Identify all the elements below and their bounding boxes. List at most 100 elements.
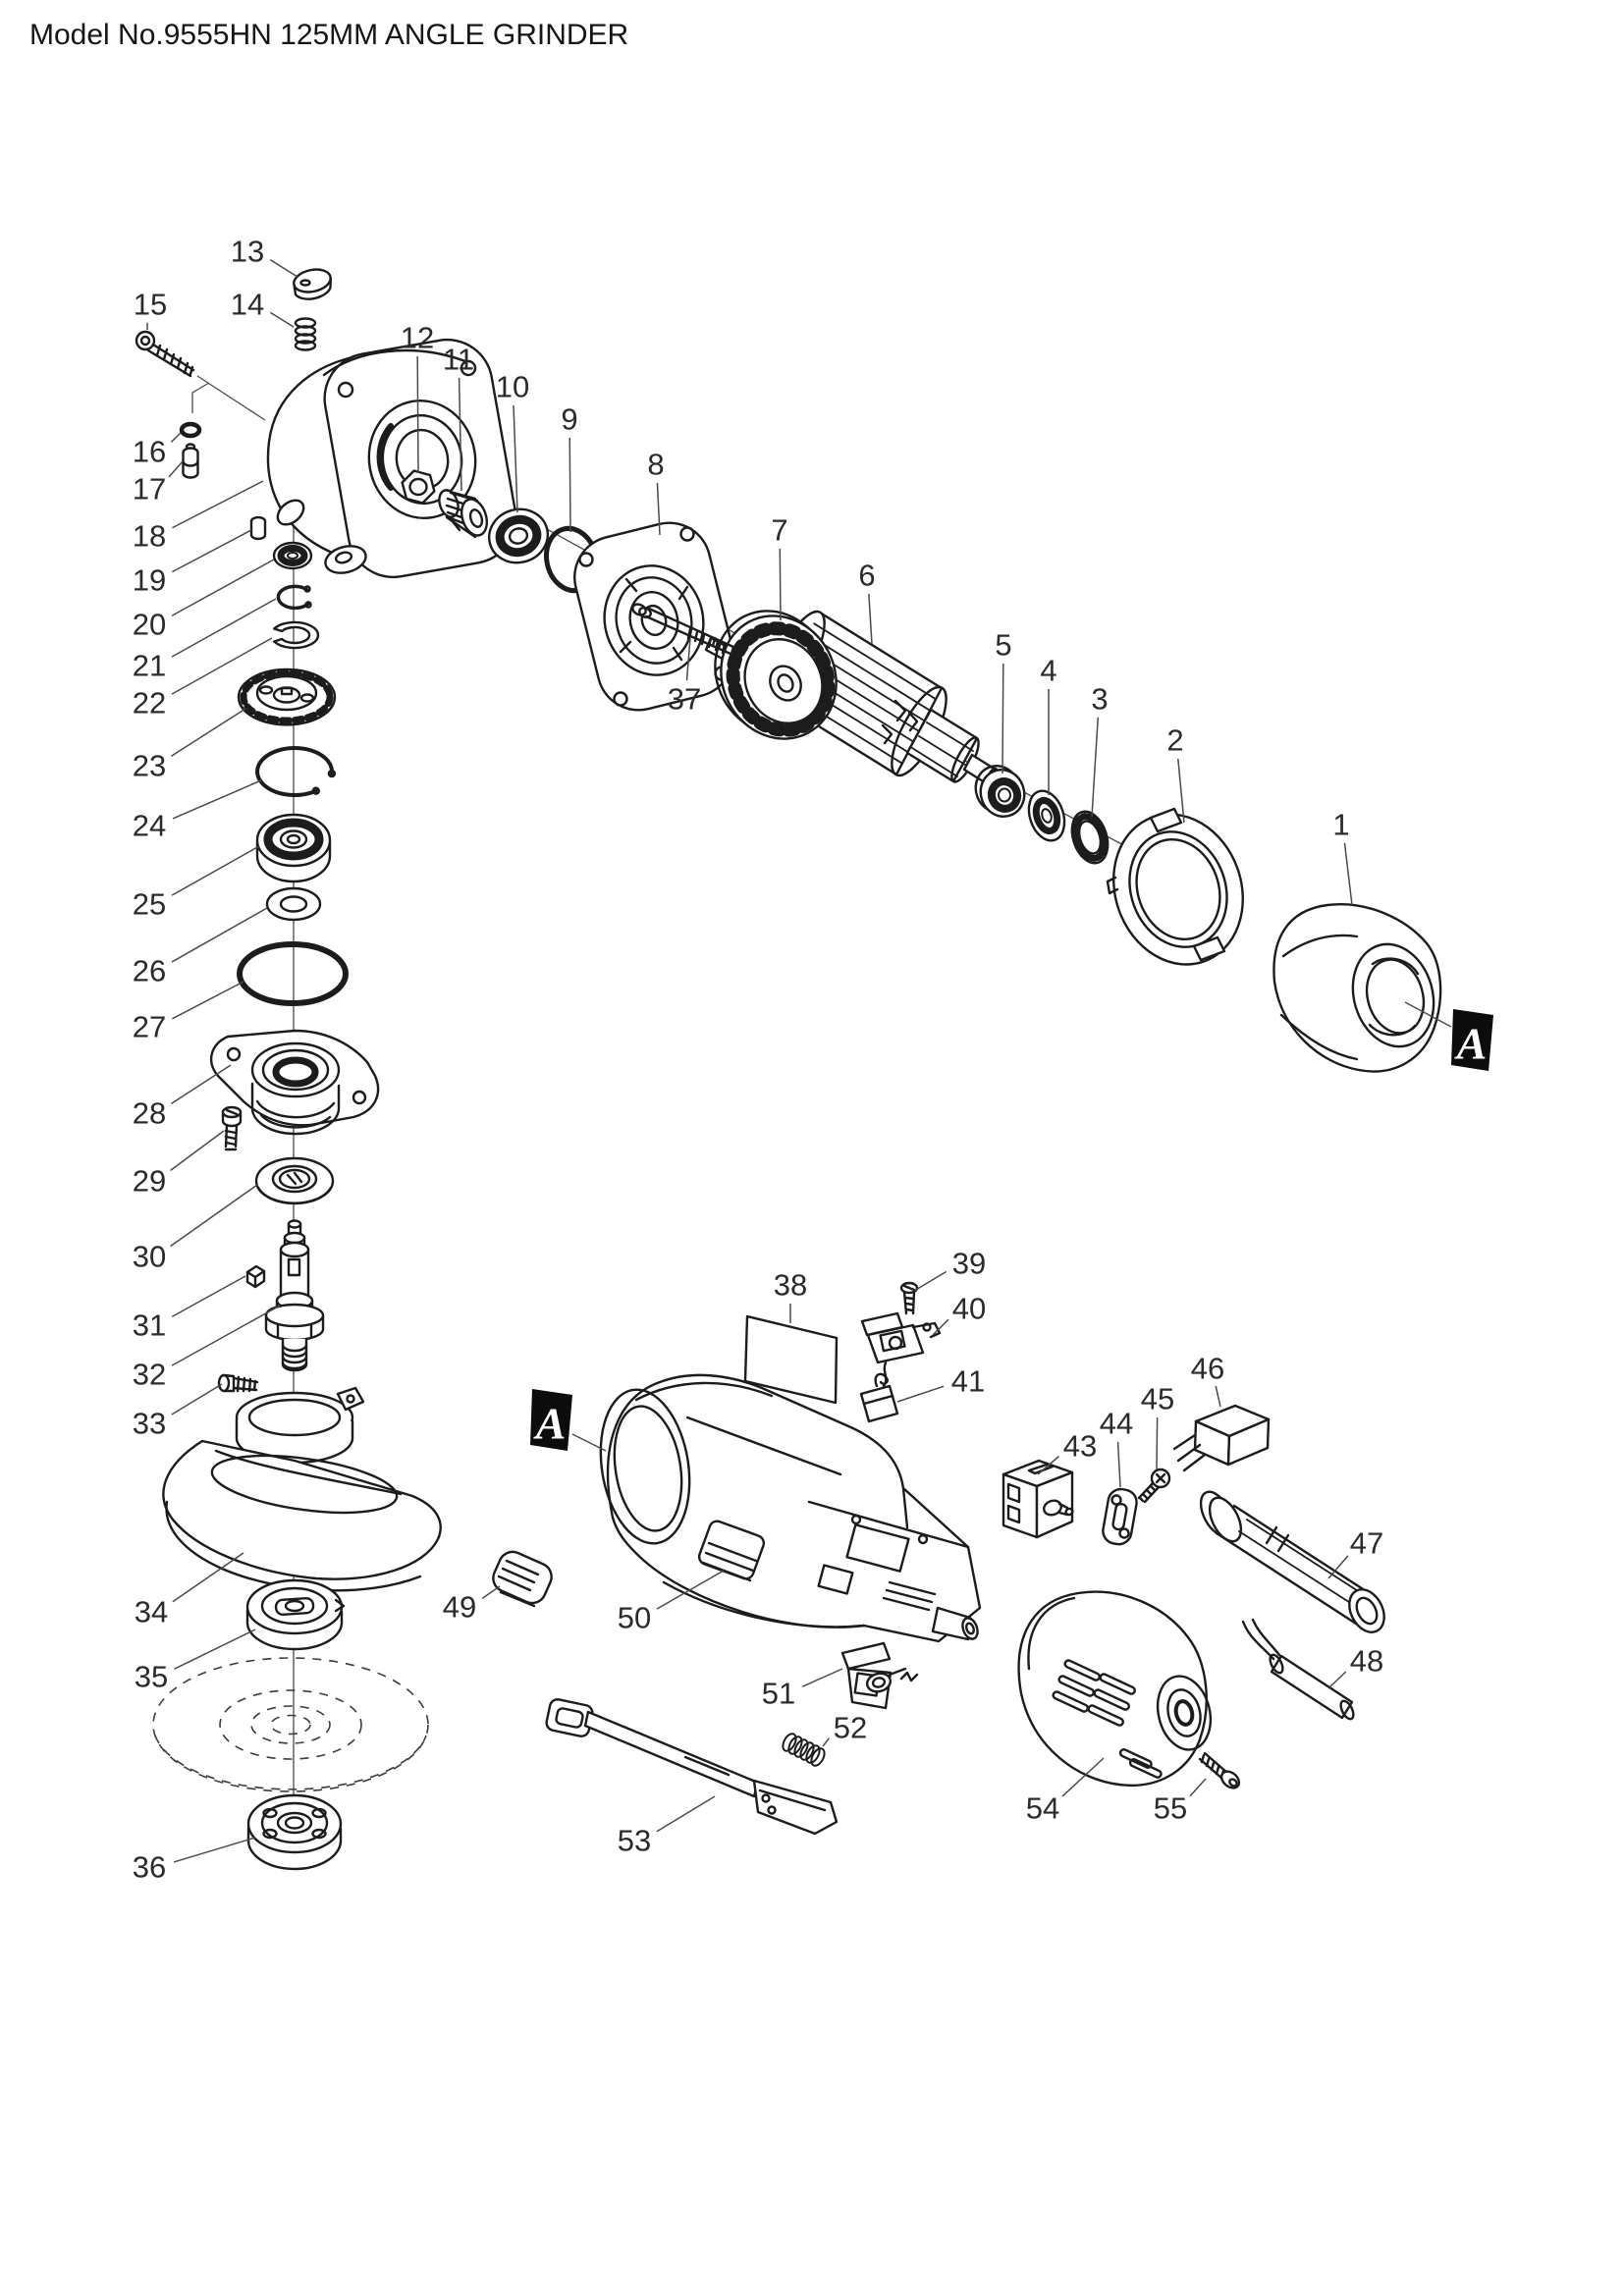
grinding-wheel-dashed bbox=[152, 1657, 429, 1792]
part-54-rear-cover bbox=[1017, 1590, 1213, 1787]
leader-line-23 bbox=[170, 708, 246, 757]
part-22-art bbox=[273, 620, 320, 650]
part-label-11: 11 bbox=[443, 343, 474, 377]
part-10-art bbox=[487, 507, 550, 564]
part-34-wheel-guard bbox=[162, 1386, 442, 1592]
leader-line-27 bbox=[172, 981, 244, 1020]
part-label-41: 41 bbox=[951, 1364, 985, 1399]
part-23-art bbox=[237, 667, 337, 726]
part-label-8: 8 bbox=[647, 448, 664, 482]
part-label-54: 54 bbox=[1026, 1791, 1059, 1826]
part-label-30: 30 bbox=[133, 1240, 166, 1274]
part-label-43: 43 bbox=[1063, 1429, 1097, 1464]
part-32-spindle bbox=[264, 1219, 325, 1372]
leader-line-37 bbox=[685, 637, 691, 681]
leader-line-33 bbox=[171, 1383, 223, 1415]
part-51-art bbox=[840, 1641, 919, 1710]
part-55-art bbox=[1198, 1751, 1241, 1789]
leader-line-49 bbox=[481, 1585, 501, 1599]
part-label-2: 2 bbox=[1166, 723, 1183, 758]
leader-line-12 bbox=[416, 355, 419, 474]
diagram-artwork bbox=[135, 268, 1442, 1871]
leader-line-2 bbox=[1177, 758, 1185, 824]
part-43-art bbox=[1001, 1459, 1074, 1539]
part-48-art bbox=[1241, 1618, 1355, 1721]
leader-line-53 bbox=[656, 1795, 716, 1833]
leader-line-6 bbox=[868, 593, 873, 645]
part-5-art bbox=[974, 765, 1026, 818]
part-label-24: 24 bbox=[133, 809, 166, 843]
leader-line-45 bbox=[1156, 1416, 1159, 1470]
leader-line-35 bbox=[174, 1629, 256, 1670]
part-52-art bbox=[782, 1733, 826, 1767]
leader-line-26 bbox=[171, 907, 268, 963]
part-45-art bbox=[1137, 1468, 1171, 1504]
part-label-48: 48 bbox=[1350, 1644, 1383, 1679]
part-label-33: 33 bbox=[133, 1407, 166, 1441]
leader-line-17 bbox=[168, 460, 184, 478]
assembly-marker-box-0 bbox=[530, 1389, 572, 1451]
part-16-art bbox=[179, 382, 210, 439]
leader-line-28 bbox=[170, 1064, 232, 1104]
marker-leader-1 bbox=[1404, 1001, 1452, 1028]
part-1-field bbox=[1272, 903, 1442, 1073]
leader-line-32 bbox=[171, 1305, 281, 1366]
leader-line-10 bbox=[513, 404, 518, 513]
leader-line-1 bbox=[1343, 842, 1353, 906]
part-27-art bbox=[237, 941, 349, 1006]
leader-line-52 bbox=[822, 1737, 831, 1747]
part-label-3: 3 bbox=[1091, 682, 1108, 717]
assembly-markers: AA bbox=[530, 1001, 1493, 1452]
part-label-6: 6 bbox=[858, 559, 875, 593]
part-24-art bbox=[255, 746, 337, 797]
part-label-26: 26 bbox=[133, 954, 166, 988]
part-label-9: 9 bbox=[561, 402, 577, 437]
part-label-55: 55 bbox=[1154, 1791, 1187, 1826]
leader-line-3 bbox=[1091, 717, 1100, 818]
part-label-38: 38 bbox=[774, 1268, 807, 1303]
leader-line-25 bbox=[171, 845, 260, 896]
leader-line-46 bbox=[1215, 1385, 1221, 1408]
part-38-name-plate bbox=[743, 1314, 839, 1405]
leader-line-36 bbox=[173, 1837, 256, 1863]
part-3-art bbox=[1070, 810, 1110, 865]
leader-line-7 bbox=[779, 548, 782, 621]
part-35-art bbox=[245, 1578, 346, 1651]
part-30-art bbox=[254, 1156, 335, 1205]
part-47-handle bbox=[1199, 1490, 1385, 1633]
part-label-18: 18 bbox=[133, 519, 166, 554]
part-44-art bbox=[1102, 1487, 1138, 1546]
part-labels: 1234567891011121314151617181920212223242… bbox=[133, 235, 1383, 1885]
page-title: Model No.9555HN 125MM ANGLE GRINDER bbox=[29, 19, 628, 51]
leader-line-55 bbox=[1189, 1778, 1207, 1797]
leader-line-41 bbox=[896, 1385, 945, 1403]
part-label-14: 14 bbox=[231, 288, 264, 322]
leader-line-40 bbox=[932, 1318, 949, 1336]
part-label-23: 23 bbox=[133, 749, 166, 783]
part-36-art bbox=[246, 1793, 343, 1871]
part-label-35: 35 bbox=[135, 1660, 168, 1694]
part-46-art bbox=[1172, 1404, 1271, 1472]
leader-line-43 bbox=[1037, 1456, 1059, 1475]
part-label-40: 40 bbox=[952, 1292, 986, 1326]
leader-line-5 bbox=[1001, 663, 1004, 774]
part-label-47: 47 bbox=[1350, 1526, 1383, 1561]
part-label-44: 44 bbox=[1100, 1407, 1133, 1441]
marker-leader-0 bbox=[571, 1433, 607, 1452]
leader-line-29 bbox=[170, 1130, 225, 1172]
leader-line-8 bbox=[656, 482, 661, 536]
part-33-art bbox=[217, 1373, 259, 1393]
part-label-5: 5 bbox=[995, 628, 1011, 663]
part-label-15: 15 bbox=[134, 288, 167, 322]
leader-line-44 bbox=[1116, 1441, 1121, 1488]
leader-line-24 bbox=[172, 779, 262, 820]
part-50-motor-housing bbox=[599, 1373, 982, 1643]
part-label-31: 31 bbox=[133, 1308, 166, 1343]
part-label-52: 52 bbox=[834, 1711, 867, 1745]
leader-line-20 bbox=[171, 559, 275, 616]
part-21-art bbox=[276, 584, 312, 611]
part-12-art bbox=[401, 469, 436, 505]
part-label-39: 39 bbox=[952, 1247, 986, 1281]
part-label-28: 28 bbox=[133, 1096, 166, 1131]
part-label-16: 16 bbox=[133, 435, 166, 469]
